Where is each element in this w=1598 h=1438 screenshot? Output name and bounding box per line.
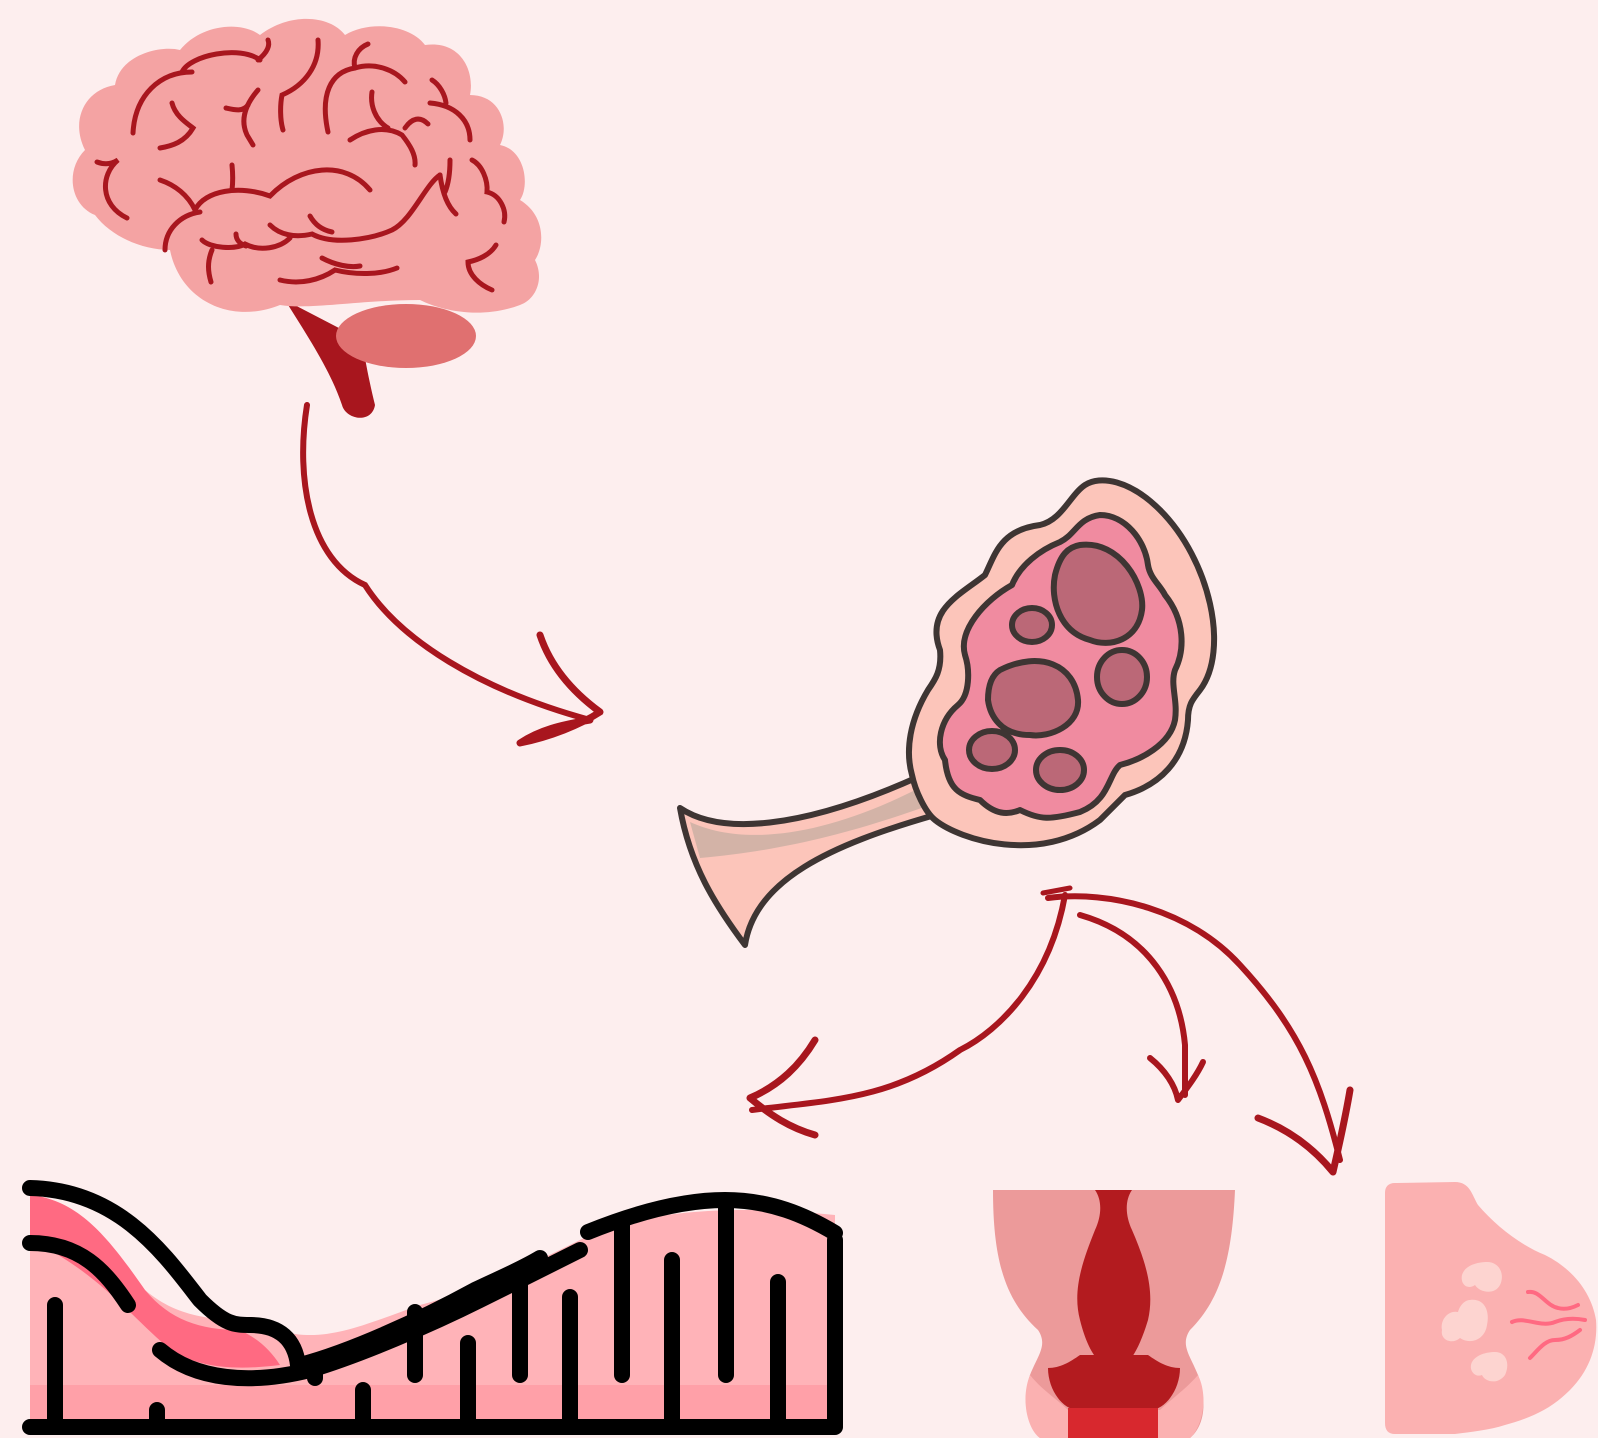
breast-icon bbox=[1385, 1182, 1596, 1434]
cervix-icon bbox=[993, 1190, 1235, 1438]
arrow-ovary-to-endometrium bbox=[750, 895, 1065, 1135]
uterine-lining-icon bbox=[30, 1188, 835, 1430]
ovary-icon bbox=[680, 480, 1214, 945]
brain-icon bbox=[73, 19, 542, 418]
arrow-ovary-to-cervix bbox=[1080, 915, 1203, 1100]
arrow-brain-to-ovary bbox=[303, 405, 600, 743]
arrow-ovary-to-breast bbox=[1043, 888, 1350, 1172]
